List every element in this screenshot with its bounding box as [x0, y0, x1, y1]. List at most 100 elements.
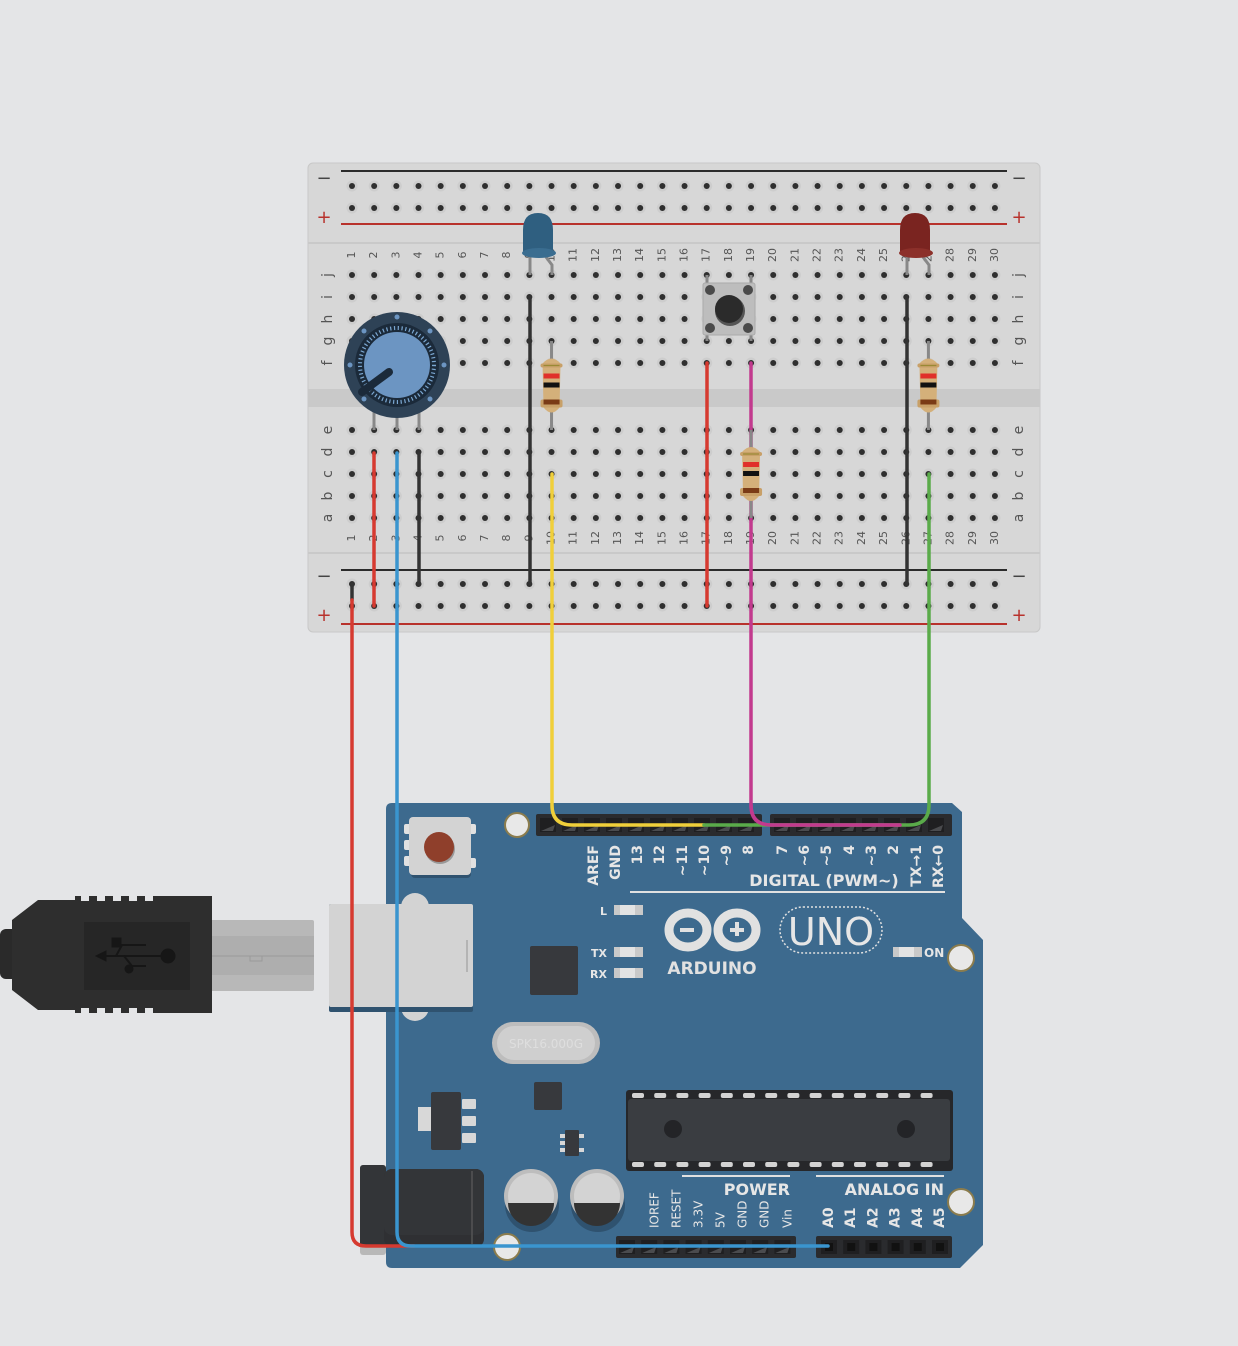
potentiometer[interactable]: [344, 312, 450, 430]
breadboard-hole[interactable]: [656, 269, 668, 281]
rail-hole[interactable]: [523, 180, 535, 192]
breadboard-hole[interactable]: [856, 468, 868, 480]
rail-hole[interactable]: [989, 578, 1001, 590]
rail-hole[interactable]: [922, 180, 934, 192]
breadboard-hole[interactable]: [656, 357, 668, 369]
blue-led[interactable]: [522, 213, 556, 275]
rail-hole[interactable]: [546, 180, 558, 192]
breadboard-hole[interactable]: [634, 357, 646, 369]
breadboard-hole[interactable]: [634, 313, 646, 325]
breadboard-hole[interactable]: [967, 269, 979, 281]
breadboard-hole[interactable]: [967, 291, 979, 303]
rail-hole[interactable]: [967, 180, 979, 192]
rail-hole[interactable]: [457, 180, 469, 192]
breadboard-hole[interactable]: [590, 357, 602, 369]
breadboard-hole[interactable]: [457, 313, 469, 325]
breadboard-hole[interactable]: [435, 446, 447, 458]
rail-hole[interactable]: [435, 578, 447, 590]
breadboard-hole[interactable]: [945, 446, 957, 458]
breadboard-hole[interactable]: [479, 357, 491, 369]
breadboard-hole[interactable]: [346, 490, 358, 502]
breadboard-hole[interactable]: [479, 512, 491, 524]
breadboard-hole[interactable]: [656, 446, 668, 458]
rail-hole[interactable]: [435, 600, 447, 612]
breadboard-hole[interactable]: [679, 291, 691, 303]
rail-hole[interactable]: [413, 600, 425, 612]
breadboard-hole[interactable]: [812, 424, 824, 436]
breadboard-hole[interactable]: [590, 291, 602, 303]
rail-hole[interactable]: [834, 202, 846, 214]
rail-hole[interactable]: [457, 578, 469, 590]
breadboard-hole[interactable]: [922, 291, 934, 303]
breadboard-hole[interactable]: [856, 424, 868, 436]
rail-hole[interactable]: [634, 578, 646, 590]
breadboard-hole[interactable]: [479, 335, 491, 347]
breadboard-hole[interactable]: [856, 357, 868, 369]
rail-hole[interactable]: [922, 202, 934, 214]
rail-hole[interactable]: [634, 600, 646, 612]
breadboard-hole[interactable]: [634, 446, 646, 458]
breadboard-hole[interactable]: [568, 269, 580, 281]
breadboard-hole[interactable]: [789, 490, 801, 502]
breadboard-hole[interactable]: [612, 269, 624, 281]
rail-hole[interactable]: [967, 600, 979, 612]
breadboard-hole[interactable]: [568, 468, 580, 480]
rail-hole[interactable]: [346, 180, 358, 192]
breadboard-hole[interactable]: [834, 357, 846, 369]
breadboard-hole[interactable]: [834, 291, 846, 303]
breadboard-hole[interactable]: [834, 313, 846, 325]
breadboard-hole[interactable]: [634, 291, 646, 303]
breadboard-hole[interactable]: [656, 335, 668, 347]
breadboard-hole[interactable]: [501, 424, 513, 436]
rail-hole[interactable]: [590, 578, 602, 590]
breadboard-hole[interactable]: [679, 468, 691, 480]
rail-hole[interactable]: [368, 202, 380, 214]
breadboard-hole[interactable]: [878, 512, 890, 524]
rail-hole[interactable]: [723, 600, 735, 612]
breadboard-hole[interactable]: [967, 468, 979, 480]
breadboard-hole[interactable]: [723, 335, 735, 347]
breadboard-hole[interactable]: [612, 335, 624, 347]
breadboard-hole[interactable]: [856, 313, 868, 325]
breadboard-hole[interactable]: [590, 269, 602, 281]
rail-hole[interactable]: [612, 600, 624, 612]
rail-hole[interactable]: [479, 202, 491, 214]
rail-hole[interactable]: [989, 180, 1001, 192]
rail-hole[interactable]: [701, 202, 713, 214]
rail-hole[interactable]: [568, 578, 580, 590]
breadboard-hole[interactable]: [501, 269, 513, 281]
rail-hole[interactable]: [989, 202, 1001, 214]
breadboard-hole[interactable]: [546, 291, 558, 303]
rail-hole[interactable]: [457, 600, 469, 612]
resistor[interactable]: [740, 430, 763, 518]
reset-button-cap[interactable]: [424, 832, 454, 862]
breadboard-hole[interactable]: [612, 446, 624, 458]
breadboard-hole[interactable]: [945, 512, 957, 524]
breadboard-hole[interactable]: [568, 424, 580, 436]
red-led[interactable]: [899, 213, 933, 275]
rail-hole[interactable]: [590, 180, 602, 192]
breadboard-hole[interactable]: [812, 468, 824, 480]
breadboard-hole[interactable]: [457, 335, 469, 347]
breadboard-hole[interactable]: [789, 291, 801, 303]
rail-hole[interactable]: [590, 202, 602, 214]
wire-5v-power[interactable]: [350, 598, 416, 1248]
rail-hole[interactable]: [834, 600, 846, 612]
breadboard-hole[interactable]: [723, 424, 735, 436]
breadboard-hole[interactable]: [501, 446, 513, 458]
rail-hole[interactable]: [745, 180, 757, 192]
breadboard-hole[interactable]: [612, 468, 624, 480]
breadboard-hole[interactable]: [834, 269, 846, 281]
resistor[interactable]: [540, 341, 563, 430]
breadboard-hole[interactable]: [413, 291, 425, 303]
breadboard-hole[interactable]: [767, 424, 779, 436]
breadboard-hole[interactable]: [568, 291, 580, 303]
breadboard-hole[interactable]: [590, 335, 602, 347]
wire-pin10[interactable]: [550, 472, 706, 827]
rail-hole[interactable]: [435, 202, 447, 214]
rail-hole[interactable]: [479, 180, 491, 192]
breadboard-hole[interactable]: [945, 468, 957, 480]
breadboard-hole[interactable]: [989, 512, 1001, 524]
rail-hole[interactable]: [457, 202, 469, 214]
breadboard-hole[interactable]: [501, 468, 513, 480]
